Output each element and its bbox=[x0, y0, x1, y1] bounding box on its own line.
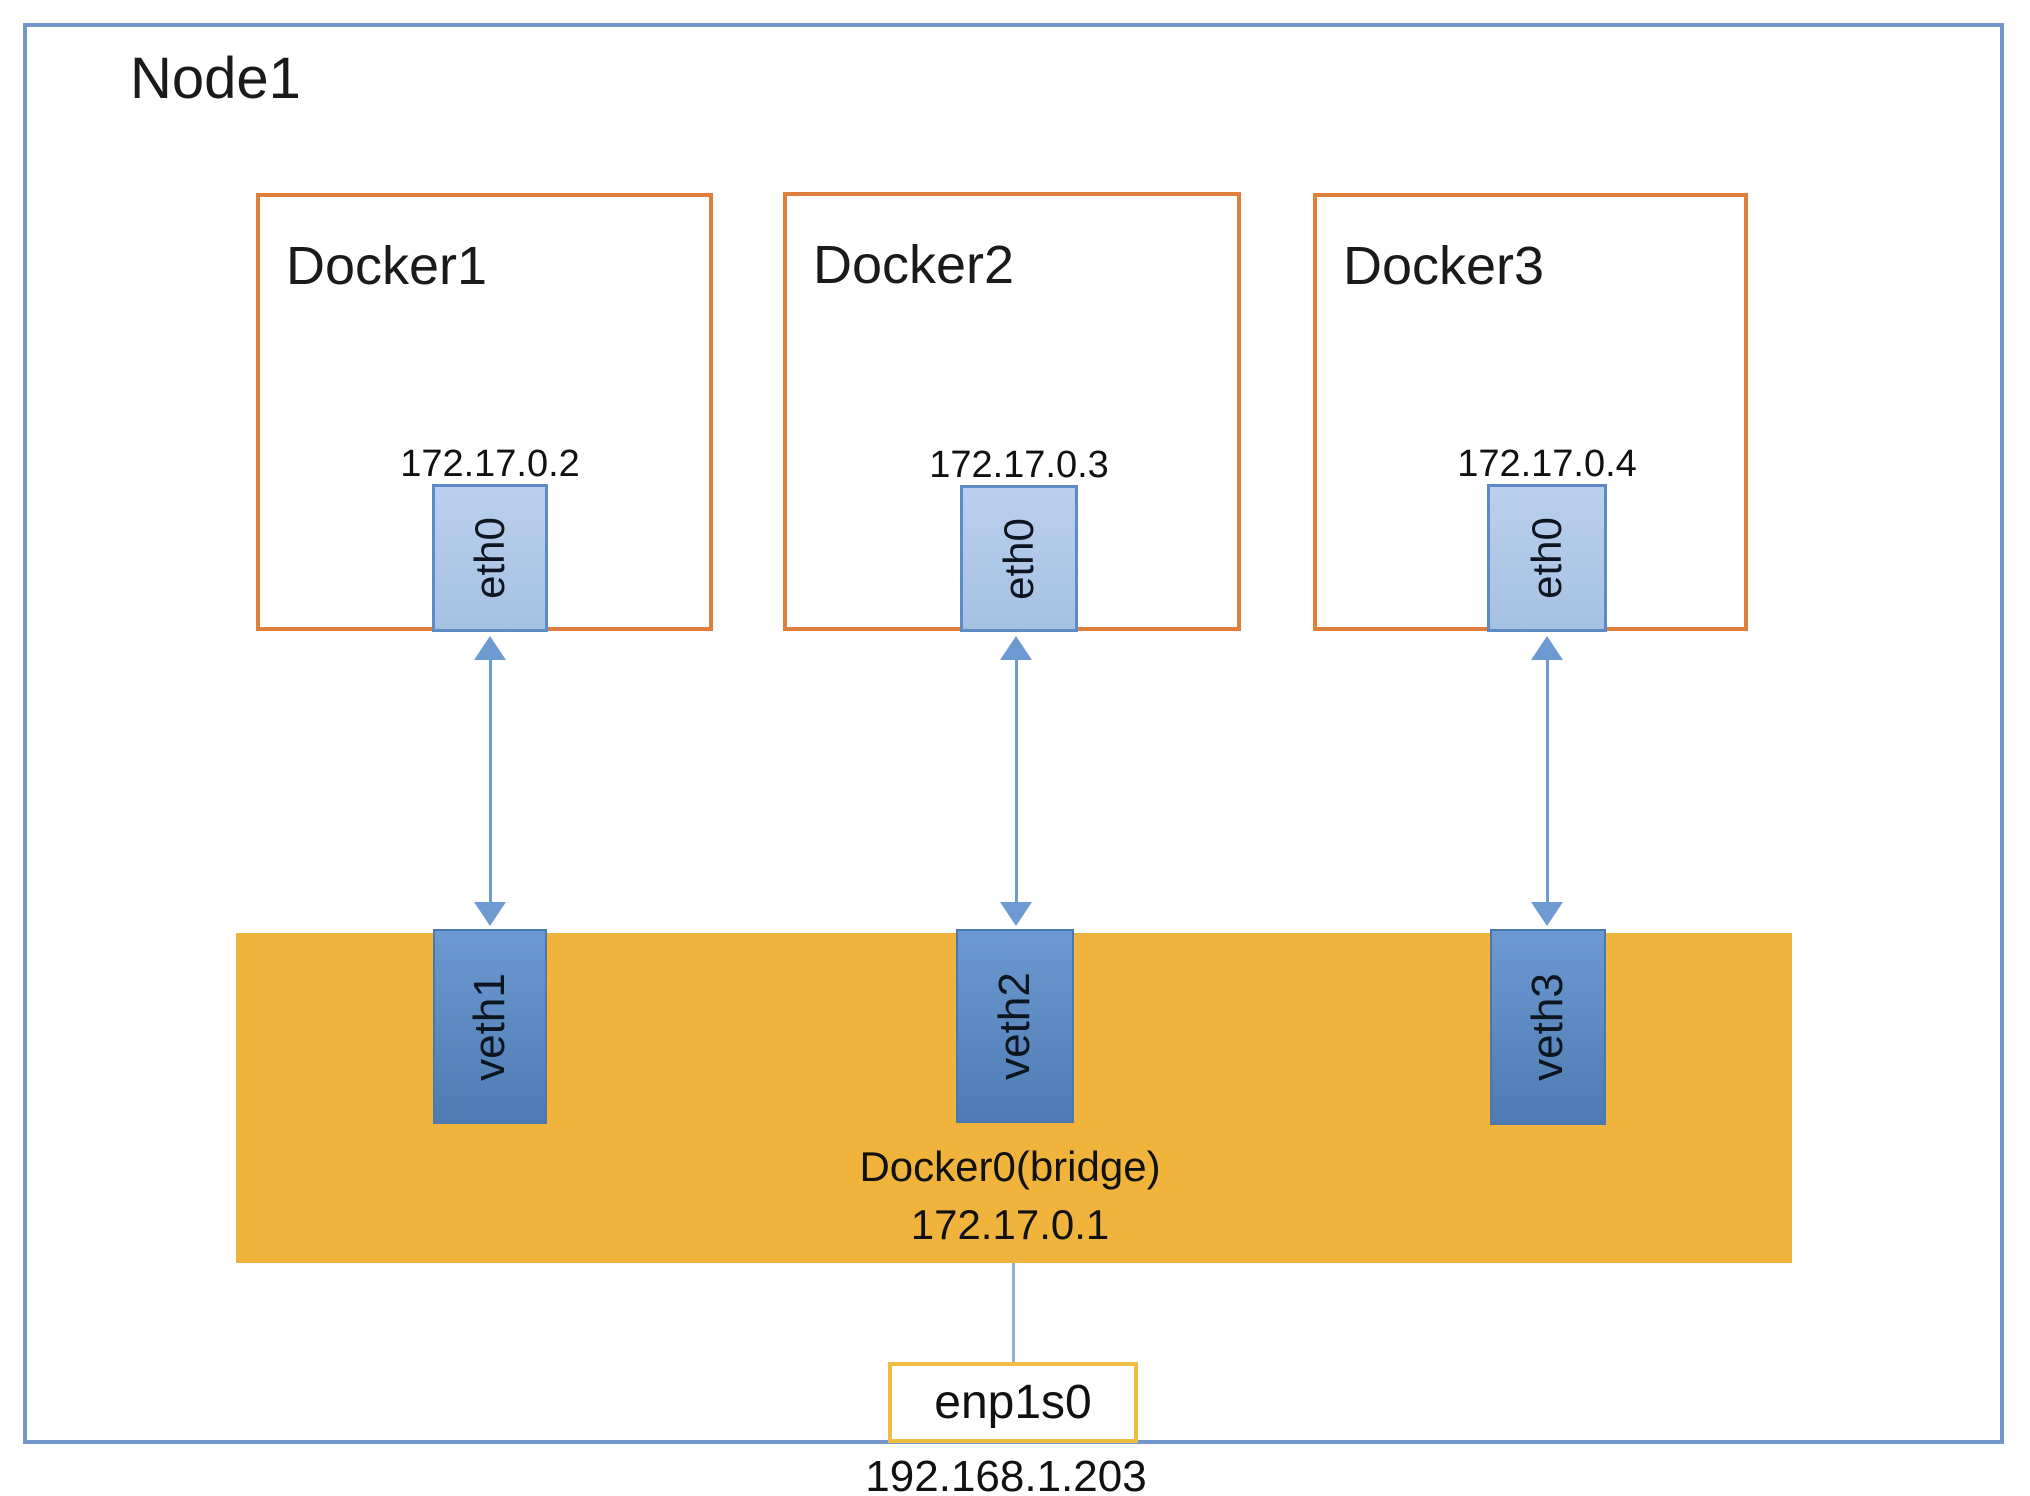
bridge-to-enp1s0-line bbox=[1012, 1263, 1015, 1363]
arrowhead-down-icon bbox=[1000, 902, 1032, 926]
docker3-title: Docker3 bbox=[1343, 236, 1545, 296]
arrow-shaft bbox=[488, 652, 492, 910]
docker2-title: Docker2 bbox=[813, 235, 1015, 295]
docker2-eth0-ip: 172.17.0.3 bbox=[929, 444, 1109, 486]
bridge-label: Docker0(bridge) 172.17.0.1 bbox=[859, 1138, 1160, 1254]
arrow-shaft bbox=[1014, 652, 1018, 910]
bridge-ip: 172.17.0.1 bbox=[910, 1201, 1110, 1248]
veth2-label: veth2 bbox=[989, 972, 1039, 1080]
veth1-box: veth1 bbox=[433, 929, 547, 1124]
docker1-eth0-label: eth0 bbox=[466, 517, 513, 599]
bridge-name: Docker0(bridge) bbox=[859, 1143, 1161, 1190]
arrow-eth0-veth1 bbox=[474, 636, 506, 926]
docker3-eth0-box: eth0 bbox=[1487, 484, 1607, 632]
docker1-title: Docker1 bbox=[286, 236, 488, 296]
docker2-eth0-label: eth0 bbox=[995, 517, 1042, 600]
enp1s0-box: enp1s0 bbox=[888, 1362, 1138, 1443]
docker3-eth0-ip: 172.17.0.4 bbox=[1457, 443, 1637, 485]
enp1s0-label: enp1s0 bbox=[934, 1376, 1092, 1429]
veth3-label: veth3 bbox=[1522, 973, 1572, 1081]
arrow-shaft bbox=[1545, 652, 1549, 910]
arrow-eth0-veth2 bbox=[1000, 636, 1032, 926]
veth2-box: veth2 bbox=[956, 929, 1074, 1123]
docker3-eth0-label: eth0 bbox=[1523, 517, 1570, 599]
veth3-box: veth3 bbox=[1490, 929, 1606, 1125]
veth1-label: veth1 bbox=[464, 972, 514, 1081]
node1-title: Node1 bbox=[130, 46, 301, 111]
docker1-eth0-ip: 172.17.0.2 bbox=[400, 443, 580, 485]
arrowhead-down-icon bbox=[474, 902, 506, 926]
docker2-eth0-box: eth0 bbox=[960, 485, 1078, 632]
host-ip-label: 192.168.1.203 bbox=[865, 1452, 1147, 1496]
arrow-eth0-veth3 bbox=[1531, 636, 1563, 926]
docker1-eth0-box: eth0 bbox=[432, 484, 548, 632]
arrowhead-down-icon bbox=[1531, 902, 1563, 926]
